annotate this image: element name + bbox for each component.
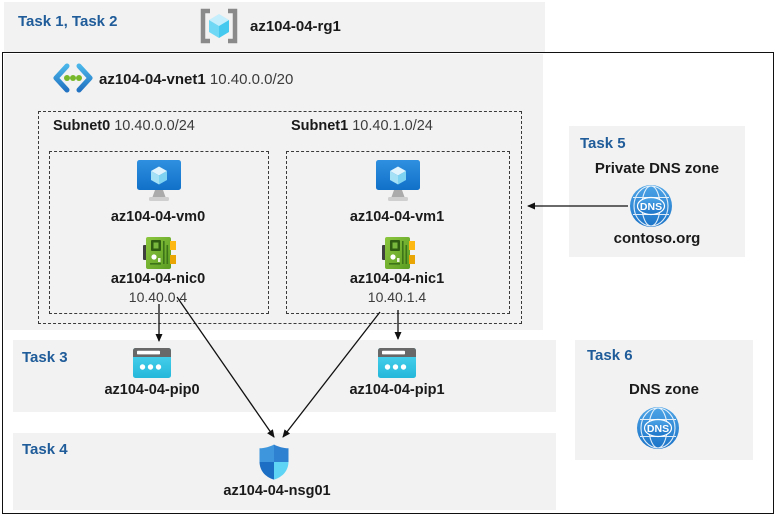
nic1-ip: 10.40.1.4: [367, 289, 427, 305]
private-dns-zone-icon: DNS: [630, 185, 672, 227]
public-ip-icon: [133, 348, 171, 378]
network-interface-icon: [143, 237, 176, 269]
vnet-title: az104-04-vnet1 10.40.0.0/20: [99, 71, 293, 88]
task5-label: Task 5: [580, 135, 626, 152]
virtual-machine-icon: [137, 160, 181, 201]
private-dns-zone-name: contoso.org: [613, 230, 701, 247]
dns-icon-text: DNS: [640, 201, 662, 213]
private-dns-zone-title: Private DNS zone: [594, 160, 720, 177]
task6-box: Task 6 DNS zone DNS: [575, 340, 753, 460]
vnet-name: az104-04-vnet1: [99, 71, 206, 88]
subnet1-name: Subnet1: [291, 118, 349, 134]
vnet-region: az104-04-vnet1 10.40.0.0/20 Subnet0 10.4…: [4, 54, 543, 330]
subnet0-name: Subnet0: [53, 118, 111, 134]
dns-zone-icon: DNS: [637, 407, 679, 449]
task3-label: Task 3: [22, 349, 68, 366]
pip1-label: az104-04-pip1: [349, 382, 445, 398]
vm1-label: az104-04-vm1: [349, 209, 445, 225]
network-interface-icon: [382, 237, 415, 269]
nic0-ip: 10.40.0.4: [128, 289, 188, 305]
dns-icon-text: DNS: [647, 423, 669, 435]
subnet0-label: Subnet0 10.40.0.0/24: [53, 118, 195, 134]
subnet0-cidr: 10.40.0.0/24: [114, 118, 195, 134]
dns-zone-title: DNS zone: [628, 381, 699, 398]
subnet1-label: Subnet1 10.40.1.0/24: [291, 118, 433, 134]
resource-group-name: az104-04-rg1: [250, 18, 341, 35]
virtual-machine-icon: [376, 160, 420, 201]
task4-band: Task 4 az104-04-nsg01: [13, 433, 556, 510]
nsg-shield-icon: [259, 444, 289, 480]
task4-label: Task 4: [22, 441, 68, 458]
subnet1-cidr: 10.40.1.0/24: [352, 118, 433, 134]
pip0-label: az104-04-pip0: [104, 382, 200, 398]
virtual-network-icon: [53, 63, 93, 93]
subnets-container-box: [38, 111, 522, 324]
public-ip-icon: [378, 348, 416, 378]
task6-label: Task 6: [587, 347, 633, 364]
task5-box: Task 5 Private DNS zone DNS contoso.org: [569, 126, 745, 257]
task1-2-band: Task 1, Task 2 az104-04-rg1: [4, 2, 545, 52]
vm0-label: az104-04-vm0: [110, 209, 206, 225]
task3-band: Task 3 az104-04-pip0 az104-04-pip1: [13, 340, 556, 412]
nic0-label: az104-04-nic0: [110, 271, 206, 287]
nic1-label: az104-04-nic1: [349, 271, 445, 287]
nsg-label: az104-04-nsg01: [223, 483, 331, 499]
task1-2-label: Task 1, Task 2: [18, 13, 118, 30]
resource-group-icon: [200, 8, 238, 44]
vnet-cidr: 10.40.0.0/20: [209, 71, 294, 88]
